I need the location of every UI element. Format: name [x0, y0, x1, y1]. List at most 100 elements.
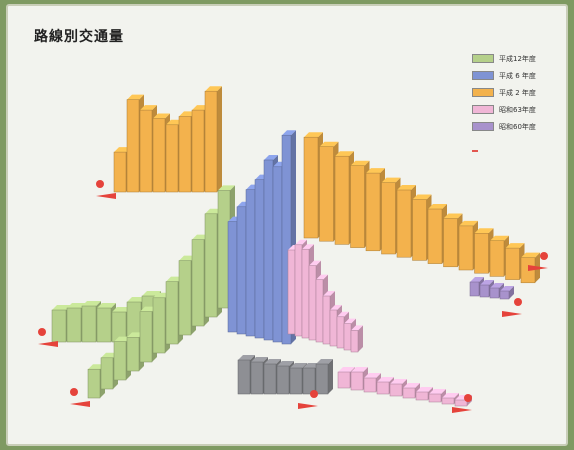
bar-top	[500, 286, 514, 291]
bar	[350, 371, 364, 391]
bar	[250, 361, 264, 395]
bar	[178, 260, 192, 336]
bar	[303, 136, 319, 239]
location-pin-icon	[464, 394, 472, 402]
bar	[66, 307, 82, 343]
bar	[263, 363, 277, 395]
bar-top	[277, 361, 294, 366]
bar-top	[429, 389, 446, 394]
bar	[152, 297, 166, 354]
bar	[415, 391, 429, 401]
legend-label: 平成 2 年度	[499, 88, 536, 97]
bar-top	[377, 377, 394, 382]
bar-top	[127, 94, 144, 100]
road-end-arrow	[96, 193, 116, 199]
bar	[113, 341, 127, 381]
bar	[51, 309, 67, 343]
bar	[281, 134, 292, 345]
bar	[474, 233, 489, 274]
bar	[381, 182, 396, 255]
bar	[469, 281, 480, 297]
bar	[237, 359, 251, 395]
bar	[350, 330, 359, 353]
chart-frame: 路線別交通量 平成12年度 平成 6 年度 平成 2 年度 昭和63年度 昭和6…	[6, 4, 568, 446]
bar	[191, 109, 205, 193]
bar	[334, 155, 350, 245]
bar-top	[290, 363, 307, 368]
bar-top	[443, 213, 463, 219]
bar-top	[205, 86, 222, 92]
bar-top	[309, 260, 321, 266]
bar	[227, 221, 238, 333]
chart-title: 路線別交通量	[34, 29, 124, 45]
bar	[287, 249, 296, 335]
bar-top	[412, 194, 432, 200]
legend-label: 昭和60年度	[499, 122, 536, 131]
bar-top	[416, 387, 433, 392]
bar-side	[358, 325, 363, 352]
bar	[315, 363, 329, 395]
bar-top	[351, 325, 363, 331]
bar-top	[264, 155, 278, 160]
bar	[272, 166, 283, 343]
bar	[254, 179, 265, 339]
bar-top	[316, 274, 328, 280]
bar	[308, 265, 317, 341]
bar-top	[295, 239, 307, 245]
bar	[126, 99, 140, 193]
location-pin-icon	[514, 298, 522, 306]
bar-top	[127, 297, 146, 302]
bar-top	[366, 168, 385, 174]
bar	[329, 309, 338, 347]
bar-top	[459, 220, 478, 226]
bar-top	[344, 318, 356, 324]
bar-top	[350, 160, 370, 166]
road-end-arrow	[502, 311, 522, 317]
legend-item: 平成 2 年度	[472, 86, 562, 99]
bar-side	[328, 359, 333, 394]
bar	[236, 206, 247, 335]
location-pin-icon	[540, 252, 548, 260]
road-end-arrow	[528, 265, 548, 271]
bar	[165, 124, 179, 193]
bar	[139, 109, 153, 193]
bar-top	[364, 373, 381, 378]
bar-top	[140, 105, 157, 111]
bar	[343, 323, 352, 351]
bar-top	[505, 243, 525, 249]
bar	[315, 279, 324, 343]
bar-top	[251, 357, 268, 362]
bar	[389, 383, 403, 397]
bar-top	[282, 130, 296, 136]
bar-top	[238, 355, 255, 360]
bar	[294, 244, 303, 337]
bar	[301, 248, 310, 339]
bar-top	[264, 359, 281, 364]
bar-top	[304, 132, 323, 138]
bar	[505, 247, 520, 280]
bar-top	[335, 151, 354, 157]
bar	[489, 240, 505, 277]
bar	[204, 213, 218, 318]
legend-item: 昭和60年度	[472, 120, 562, 133]
location-pin-icon	[70, 388, 78, 396]
bar-top	[470, 277, 484, 282]
bar	[458, 225, 474, 271]
bar-top	[490, 235, 509, 241]
legend-swatch	[472, 71, 494, 80]
bar-top	[480, 280, 494, 285]
bar	[402, 387, 416, 399]
location-pin-icon	[310, 390, 318, 398]
bar-top	[351, 367, 368, 372]
bar	[81, 305, 97, 343]
bar	[479, 284, 490, 298]
bar-side	[509, 286, 514, 299]
legend-label: 昭和63年度	[499, 105, 536, 114]
bar-top	[442, 393, 459, 398]
bar	[396, 189, 412, 258]
bar-top	[316, 359, 333, 364]
bar-top	[403, 383, 420, 388]
bar-top	[338, 367, 355, 372]
bar	[204, 90, 218, 193]
bar	[178, 116, 192, 193]
